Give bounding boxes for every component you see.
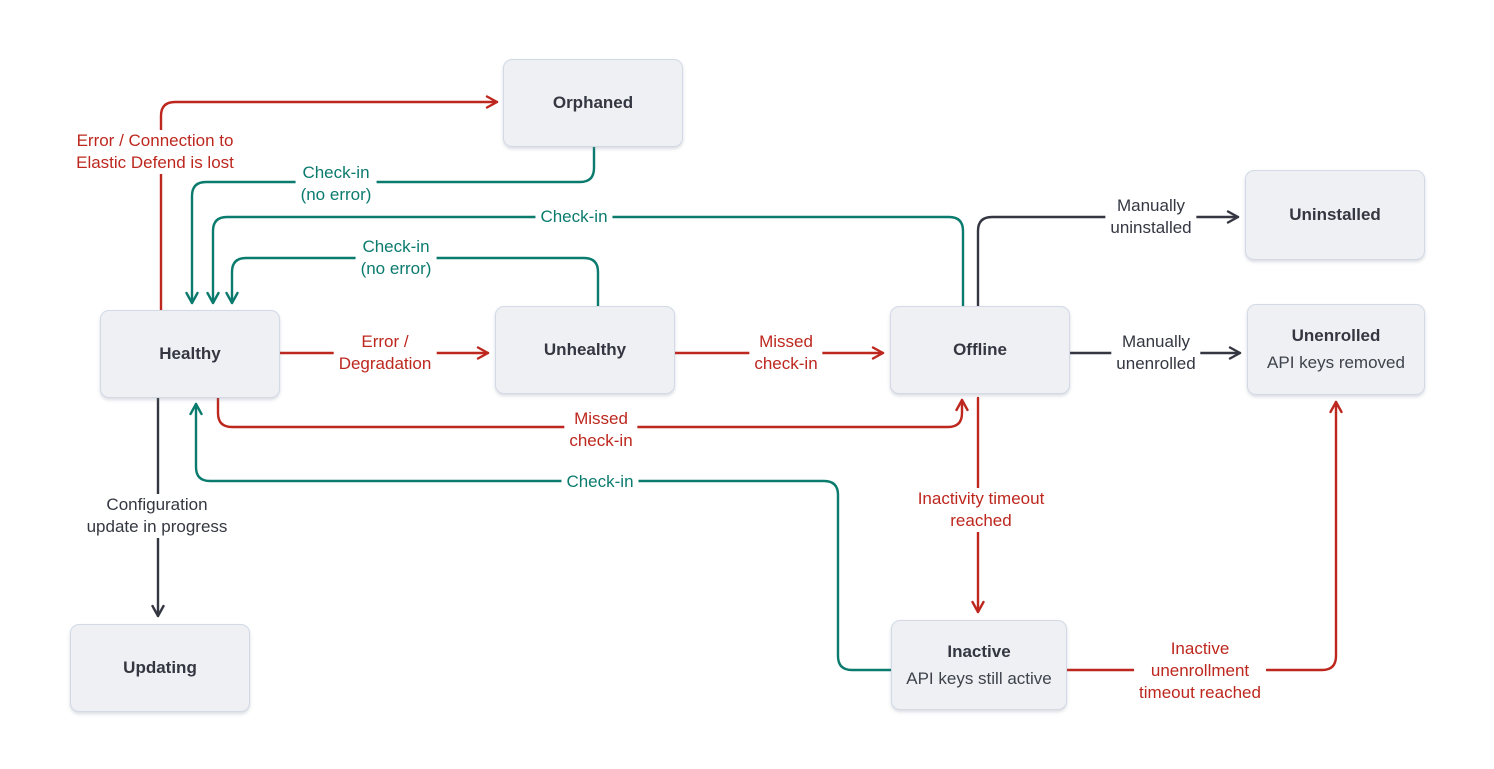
edge-label-line: Configuration [106,495,208,514]
edge-label-healthy-to-updating: Configuration update in progress [81,494,233,538]
edge-label-unhealthy-to-offline: Missed check-in [749,331,823,375]
edge-label-line: (no error) [360,259,432,278]
node-unenrolled-title: Unenrolled [1291,326,1381,345]
edge-label-healthy-to-unhealthy: Error / Degradation [333,331,437,375]
edge-label-inactive-to-healthy: Check-in [561,471,639,493]
node-uninstalled: Uninstalled [1245,170,1425,260]
node-unenrolled-subtitle: API keys removed [1267,353,1405,372]
node-unhealthy: Unhealthy [495,306,675,394]
node-orphaned-title: Orphaned [552,93,634,112]
edge-label-line: Error / Connection to [76,131,234,150]
node-inactive-subtitle: API keys still active [906,668,1052,688]
edge-label-line: Check-in [362,237,430,256]
edge-inactive-to-healthy [189,402,893,672]
edge-label-line: uninstalled [1110,218,1192,237]
node-offline: Offline [890,306,1070,394]
node-orphaned: Orphaned [503,59,683,147]
edge-label-line: Check-in [540,207,608,226]
edge-label-offline-to-uninstalled: Manually uninstalled [1105,195,1197,239]
edge-label-line: Inactivity timeout [917,489,1045,508]
edge-label-offline-to-unenrolled: Manually unenrolled [1111,331,1201,375]
edge-label-line: Degradation [338,354,432,373]
edge-label-line: reached [950,511,1012,530]
node-unhealthy-title: Unhealthy [543,340,627,359]
edge-healthy-to-orphaned [159,95,499,312]
edge-label-line: Check-in [566,472,634,491]
node-updating: Updating [70,624,250,712]
node-healthy: Healthy [100,310,280,398]
edge-label-inactive-to-unenrolled: Inactive unenrollment timeout reached [1134,638,1266,704]
edge-label-line: Inactive [1170,639,1230,658]
edge-label-line: timeout reached [1139,683,1261,702]
edge-label-line: unenrolled [1116,354,1196,373]
edge-inactive-to-unenrolled [1065,400,1343,672]
edge-label-line: Missed [759,332,813,351]
edge-label-line: update in progress [86,517,228,536]
edge-label-orphaned-to-healthy: Check-in (no error) [295,162,377,206]
edge-label-line: check-in [754,354,818,373]
edge-label-healthy-to-offline: Missed check-in [564,408,638,452]
node-inactive: Inactive API keys still active [891,620,1067,710]
node-updating-title: Updating [123,658,197,677]
edge-offline-to-healthy [206,215,965,308]
node-offline-title: Offline [953,340,1007,359]
edge-label-line: Manually [1116,196,1186,215]
edge-label-line: Missed [574,409,628,428]
edge-label-unhealthy-to-healthy: Check-in (no error) [355,236,437,280]
edge-label-line: (no error) [300,185,372,204]
node-unenrolled: Unenrolled API keys removed [1247,304,1425,395]
edge-orphaned-to-healthy [185,145,596,305]
edge-label-line: check-in [569,431,633,450]
edge-label-line: Check-in [302,163,370,182]
edge-label-line: Manually [1121,332,1191,351]
node-healthy-title: Healthy [159,344,221,363]
edge-label-line: Elastic Defend is lost [76,153,234,172]
node-uninstalled-title: Uninstalled [1289,205,1381,224]
edge-label-line: Error / [361,332,409,351]
edge-label-offline-to-inactive: Inactivity timeout reached [912,488,1050,532]
edge-label-offline-to-healthy: Check-in [535,206,613,228]
node-inactive-title: Inactive [947,641,1011,661]
edge-label-line: unenrollment [1150,661,1250,680]
edge-offline-to-uninstalled [976,210,1240,308]
edge-label-healthy-to-orphaned: Error / Connection to Elastic Defend is … [71,130,239,174]
